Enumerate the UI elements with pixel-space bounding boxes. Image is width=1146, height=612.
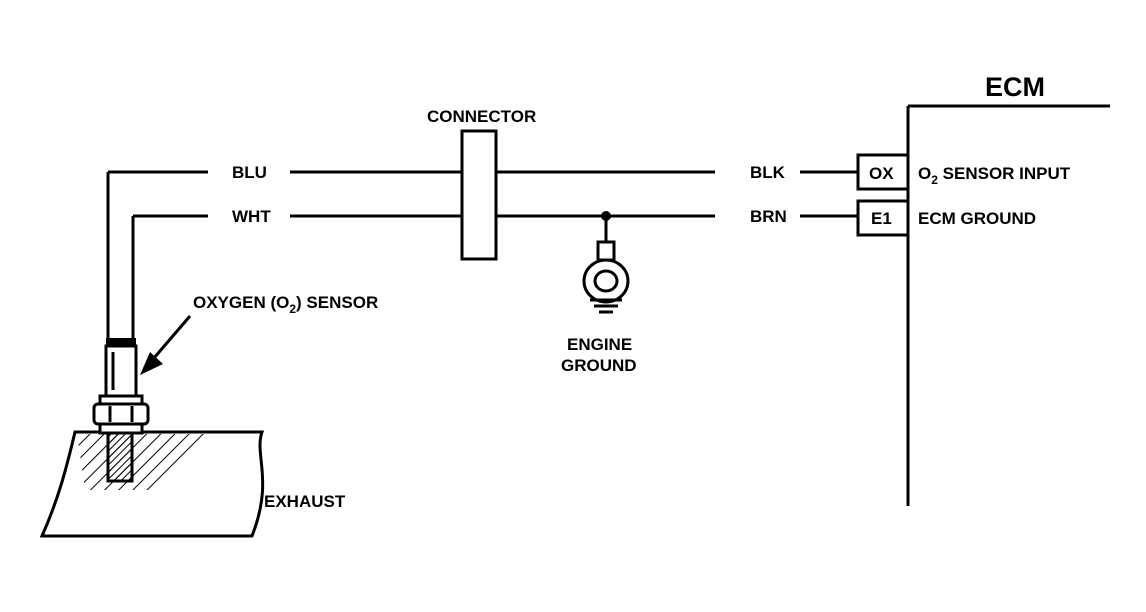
ecm-ground-label: ECM GROUND <box>918 209 1036 228</box>
sensor-pointer-arrow <box>140 315 192 375</box>
engine-ground-label-line2: GROUND <box>561 356 637 375</box>
o2-sensor-input-label: O2 SENSOR INPUT <box>918 164 1071 187</box>
wire-label-wht: WHT <box>232 207 271 226</box>
wire-label-brn: BRN <box>750 207 787 226</box>
ecm-title: ECM <box>985 72 1045 102</box>
pin-ox <box>856 153 910 191</box>
pin-ox-label: OX <box>869 164 894 183</box>
oxygen-sensor <box>92 338 150 483</box>
signal-wire <box>106 170 858 338</box>
exhaust-label: EXHAUST <box>264 492 346 511</box>
connector-label: CONNECTOR <box>427 107 536 126</box>
engine-ground-label-line1: ENGINE <box>567 335 632 354</box>
wire-label-blk: BLK <box>750 163 786 182</box>
oxygen-sensor-label: OXYGEN (O2) SENSOR <box>193 293 378 316</box>
pin-e1-label: E1 <box>871 209 892 228</box>
connector <box>460 129 498 261</box>
pin-e1 <box>856 199 910 237</box>
wire-label-blu: BLU <box>232 163 267 182</box>
exhaust-pipe <box>39 430 265 538</box>
engine-ground-icon <box>582 211 630 314</box>
